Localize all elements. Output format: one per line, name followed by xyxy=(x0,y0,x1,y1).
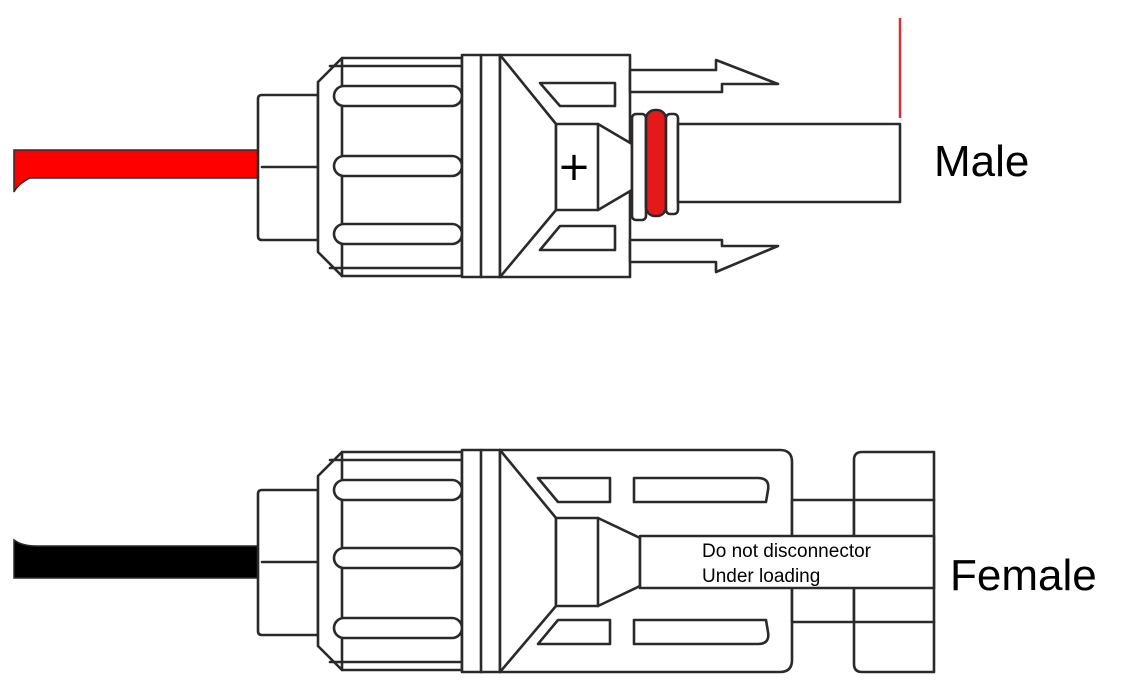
male-cable xyxy=(13,149,263,193)
female-label: Female xyxy=(950,551,1097,600)
male-label: Male xyxy=(934,137,1029,186)
female-warning-line1: Do not disconnector xyxy=(702,541,872,562)
female-warning-line2: Under loading xyxy=(702,566,820,587)
male-seal-ring xyxy=(644,108,668,218)
male-latch-bottom xyxy=(628,238,780,274)
male-latch-top xyxy=(628,58,780,94)
male-polarity-symbol: + xyxy=(557,144,591,190)
female-cable xyxy=(13,538,263,579)
male-connector: + Male xyxy=(13,18,1029,279)
female-connector: Do not disconnector Under loading Female xyxy=(13,448,1097,674)
male-pin xyxy=(676,122,902,204)
female-warning-strip xyxy=(638,534,936,590)
